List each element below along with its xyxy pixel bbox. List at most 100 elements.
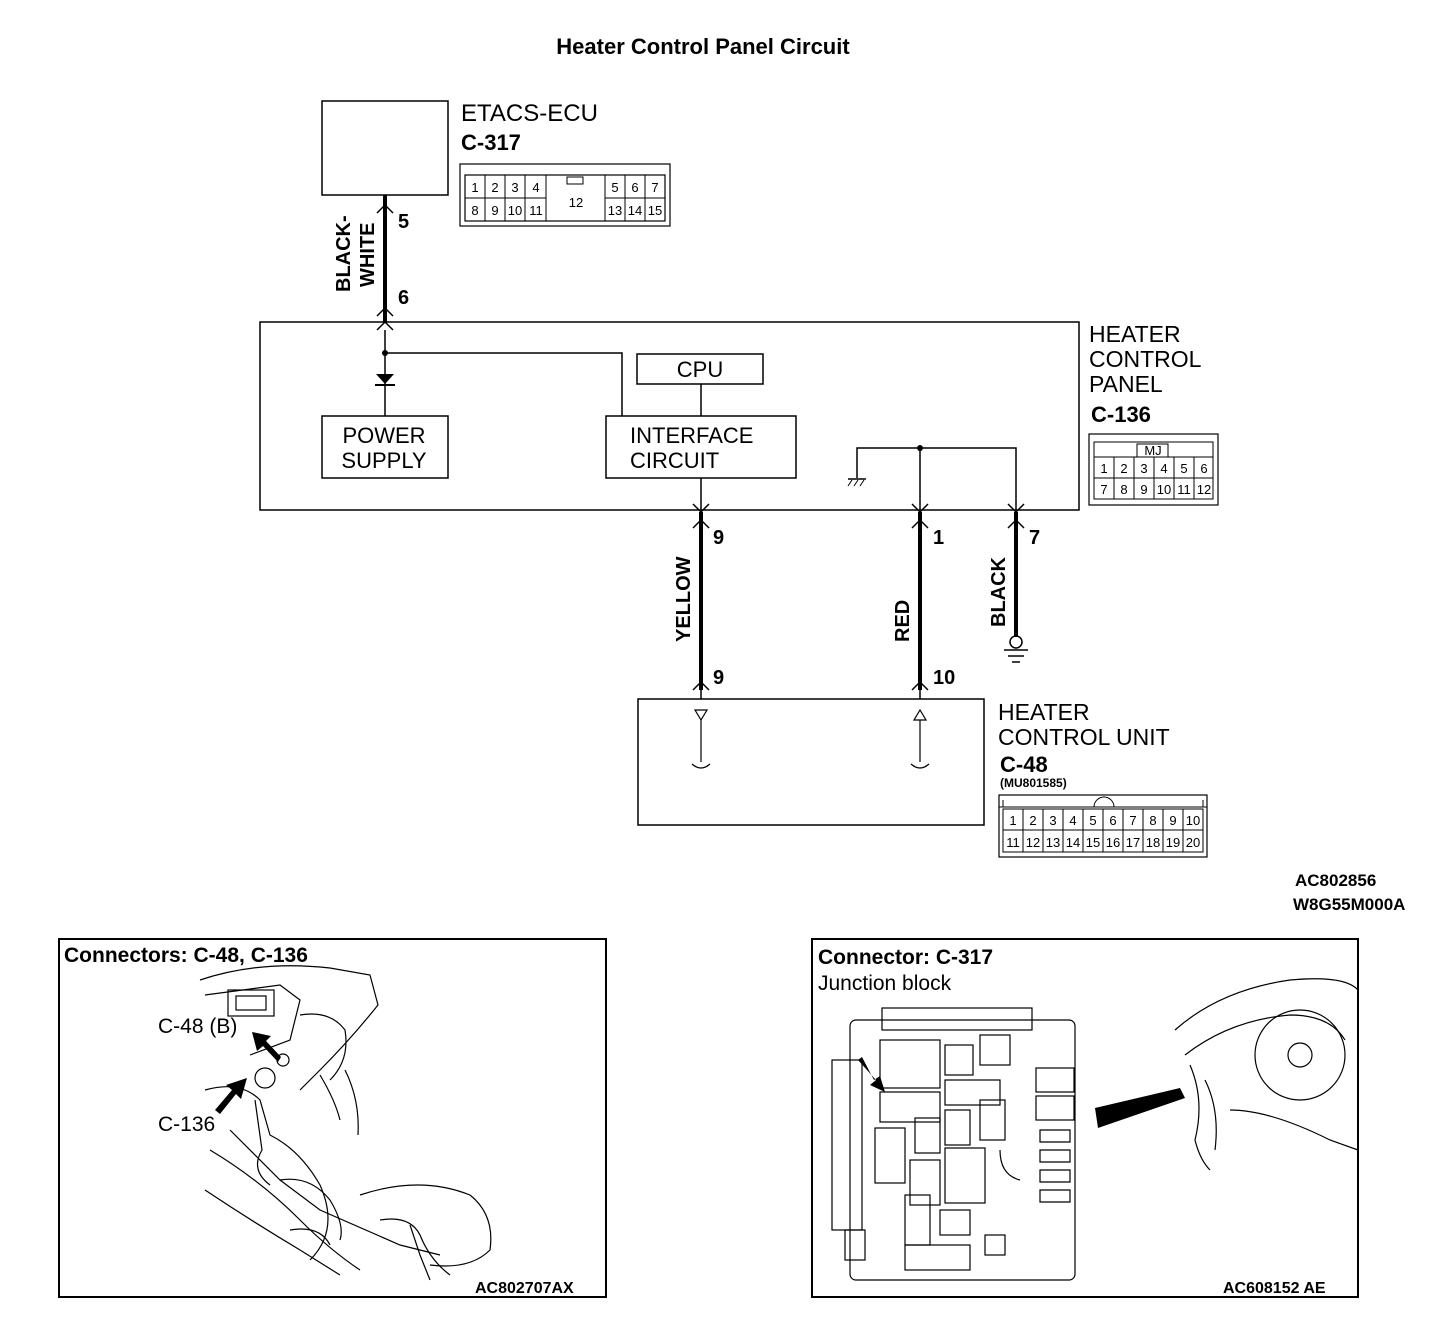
page-title: Heater Control Panel Circuit <box>556 34 850 59</box>
wire-color-red: RED <box>892 600 914 642</box>
unit-part-number: (MU801585) <box>1000 776 1067 790</box>
svg-text:8: 8 <box>1149 813 1156 828</box>
svg-text:7: 7 <box>651 180 658 195</box>
wire-yellow <box>692 512 710 699</box>
svg-text:14: 14 <box>1066 835 1080 850</box>
interface-label-1: INTERFACE <box>630 423 753 448</box>
panel-pin-7: 7 <box>1029 527 1040 549</box>
svg-text:2: 2 <box>1029 813 1036 828</box>
svg-text:11: 11 <box>1006 835 1020 850</box>
svg-text:9: 9 <box>1169 813 1176 828</box>
wire-red <box>911 512 929 699</box>
svg-text:18: 18 <box>1146 835 1160 850</box>
svg-text:4: 4 <box>1160 461 1167 476</box>
unit-label-1: HEATER <box>998 699 1090 725</box>
svg-text:3: 3 <box>1049 813 1056 828</box>
panel-label-2: CONTROL <box>1089 346 1202 372</box>
svg-text:2: 2 <box>491 180 498 195</box>
connector-location-panel-left <box>58 938 607 1298</box>
wire-black-white <box>376 195 394 331</box>
svg-text:15: 15 <box>648 203 662 218</box>
c136-location-label: C-136 <box>158 1113 215 1136</box>
cpu-box <box>636 353 764 385</box>
figure-code-2: W8G55M000A <box>1293 895 1405 914</box>
etacs-pin-5: 5 <box>398 211 409 233</box>
svg-text:5: 5 <box>1180 461 1187 476</box>
svg-text:12: 12 <box>1026 835 1040 850</box>
connector-location-panel-right <box>811 938 1359 1298</box>
panel-pin-6: 6 <box>398 287 409 309</box>
svg-text:1: 1 <box>1100 461 1107 476</box>
interface-label-2: CIRCUIT <box>630 448 719 473</box>
unit-connector-label: C-48 <box>1000 752 1048 777</box>
svg-text:16: 16 <box>1106 835 1120 850</box>
svg-text:10: 10 <box>1157 482 1171 497</box>
c136-connector-face: MJ 1 2 3 4 5 6 7 8 9 10 11 12 <box>1088 433 1219 506</box>
svg-text:3: 3 <box>511 180 518 195</box>
c48-location-label: C-48 (B) <box>158 1015 237 1038</box>
svg-text:4: 4 <box>1069 813 1076 828</box>
svg-text:9: 9 <box>491 203 498 218</box>
svg-text:3: 3 <box>1140 461 1147 476</box>
etacs-ecu-label: ETACS-ECU <box>461 100 598 127</box>
wire-color-white: WHITE <box>357 223 379 287</box>
svg-text:8: 8 <box>1120 482 1127 497</box>
etacs-ecu-box <box>321 100 449 196</box>
svg-text:14: 14 <box>628 203 642 218</box>
left-panel-title: Connectors: C-48, C-136 <box>64 944 308 967</box>
right-panel-title: Connector: C-317 <box>818 946 993 969</box>
svg-text:10: 10 <box>508 203 522 218</box>
svg-text:17: 17 <box>1126 835 1140 850</box>
panel-connector-label: C-136 <box>1091 402 1151 427</box>
svg-text:5: 5 <box>611 180 618 195</box>
unit-label-2: CONTROL UNIT <box>998 724 1170 750</box>
svg-text:6: 6 <box>1109 813 1116 828</box>
svg-text:1: 1 <box>471 180 478 195</box>
svg-text:13: 13 <box>608 203 622 218</box>
panel-label-3: PANEL <box>1089 371 1163 397</box>
svg-text:12: 12 <box>569 195 583 210</box>
svg-text:8: 8 <box>471 203 478 218</box>
svg-text:10: 10 <box>1186 813 1200 828</box>
etacs-connector-label: C-317 <box>461 130 521 155</box>
c48-connector-face: 1 2 3 4 5 6 7 8 9 10 11 12 13 14 15 16 1… <box>998 794 1208 858</box>
svg-text:20: 20 <box>1186 835 1200 850</box>
right-panel-code: AC608152 AE <box>1223 1280 1326 1297</box>
panel-internal-wiring <box>375 330 1025 514</box>
svg-text:5: 5 <box>1089 813 1096 828</box>
svg-text:6: 6 <box>1200 461 1207 476</box>
dashboard-console-illustration <box>199 965 492 1281</box>
svg-text:1: 1 <box>1009 813 1016 828</box>
power-supply-box <box>321 415 449 479</box>
svg-text:13: 13 <box>1046 835 1060 850</box>
wire-color-yellow: YELLOW <box>673 556 695 642</box>
wire-color-black-ground: BLACK <box>988 556 1010 627</box>
left-panel-code: AC802707AX <box>475 1280 574 1297</box>
wire-color-black: BLACK- <box>333 215 355 292</box>
heater-control-panel-box <box>259 321 1080 511</box>
svg-text:4: 4 <box>532 180 539 195</box>
cpu-label: CPU <box>677 357 723 382</box>
svg-text:7: 7 <box>1129 813 1136 828</box>
svg-text:12: 12 <box>1197 482 1211 497</box>
c317-connector-face: 1 2 3 4 12 5 6 7 8 9 10 11 13 14 15 <box>459 163 671 227</box>
panel-pin-9: 9 <box>713 527 724 549</box>
figure-code-1: AC802856 <box>1295 871 1376 890</box>
svg-text:6: 6 <box>631 180 638 195</box>
wire-black <box>1004 512 1028 663</box>
svg-text:2: 2 <box>1120 461 1127 476</box>
junction-block-illustration <box>831 978 1359 1281</box>
panel-pin-1: 1 <box>933 527 944 549</box>
power-supply-label-1: POWER <box>342 423 425 448</box>
unit-pin-10: 10 <box>933 667 955 689</box>
svg-text:15: 15 <box>1086 835 1100 850</box>
svg-text:11: 11 <box>529 203 543 218</box>
power-supply-label-2: SUPPLY <box>341 448 427 473</box>
right-panel-subtitle: Junction block <box>818 972 952 995</box>
svg-text:19: 19 <box>1166 835 1180 850</box>
interface-circuit-box <box>605 415 797 479</box>
svg-text:7: 7 <box>1100 482 1107 497</box>
svg-text:MJ: MJ <box>1144 443 1161 458</box>
panel-label-1: HEATER <box>1089 321 1181 347</box>
svg-text:9: 9 <box>1140 482 1147 497</box>
